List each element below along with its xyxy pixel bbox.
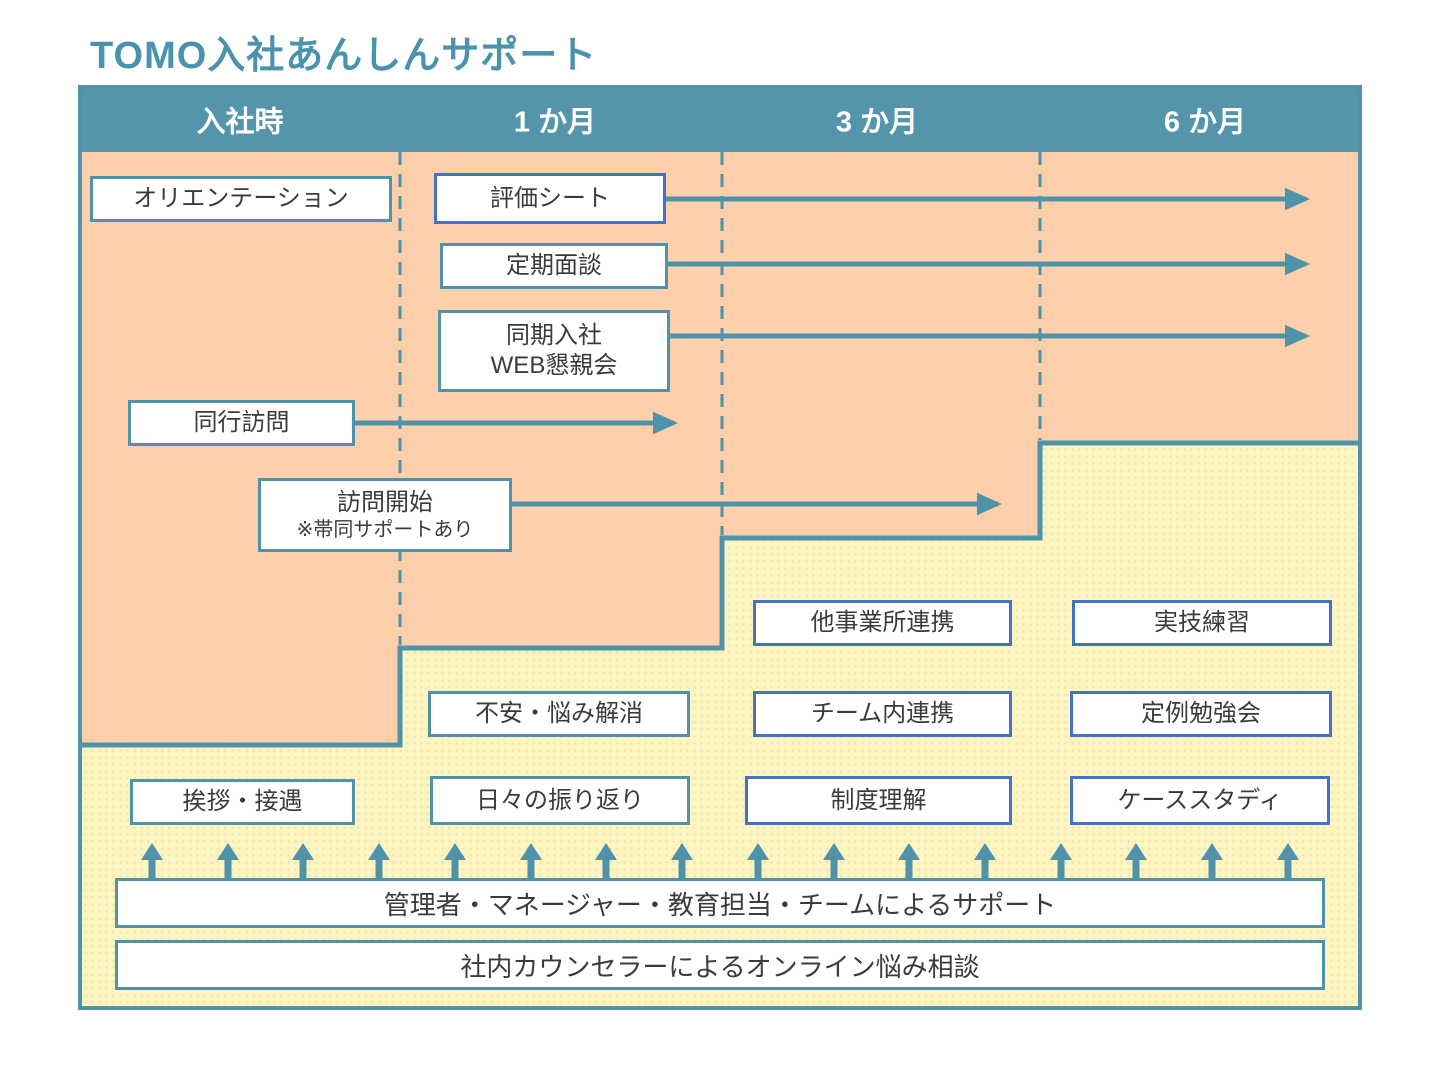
box-cohort-line2: WEB懇親会	[490, 352, 618, 379]
support-up-arrow	[444, 843, 466, 878]
support-up-arrow	[671, 843, 693, 878]
box-other-offices: 他事業所連携	[753, 600, 1012, 646]
page-title: TOMO入社あんしんサポート	[90, 35, 598, 77]
box-regular-interview: 定期面談	[440, 243, 668, 289]
header-label-6months: 6 か月	[1163, 105, 1247, 138]
support-up-arrow	[595, 843, 617, 878]
box-visit-start-note: ※帯同サポートあり	[296, 518, 474, 541]
support-up-arrow	[1277, 843, 1299, 878]
support-up-arrow	[368, 843, 390, 878]
support-up-arrow	[823, 843, 845, 878]
timeline-header: 入社時 1 か月 3 か月 6 か月	[82, 89, 1358, 152]
header-label-1month: 1 か月	[513, 105, 597, 138]
header-label-3months: 3 か月	[835, 105, 919, 138]
box-anxiety-relief: 不安・悩み解消	[428, 691, 690, 737]
box-team-collaboration: チーム内連携	[753, 691, 1012, 737]
support-up-arrow	[520, 843, 542, 878]
phase-region-entry	[82, 152, 400, 745]
box-accompanied-visit: 同行訪問	[128, 400, 355, 446]
box-visit-start: 訪問開始 ※帯同サポートあり	[258, 478, 512, 552]
box-evaluation-sheet: 評価シート	[434, 173, 666, 224]
phase-region-3months	[722, 152, 1040, 538]
box-orientation: オリエンテーション	[90, 176, 392, 222]
support-up-arrow	[898, 843, 920, 878]
support-bar-team: 管理者・マネージャー・教育担当・チームによるサポート	[115, 878, 1325, 928]
support-up-arrow	[1125, 843, 1147, 878]
support-up-arrow	[1201, 843, 1223, 878]
header-label-entry: 入社時	[196, 105, 284, 138]
box-visit-start-label: 訪問開始	[337, 488, 433, 516]
support-up-arrow	[974, 843, 996, 878]
box-cohort-web-social: 同期入社 WEB懇親会	[438, 310, 670, 392]
box-practical-training: 実技練習	[1072, 600, 1332, 646]
support-up-arrow	[217, 843, 239, 878]
support-up-arrow	[292, 843, 314, 878]
onboarding-timeline-diagram: 入社時 1 か月 3 か月 6 か月 オリエンテーション 評価シート 定期面談 …	[78, 85, 1362, 1010]
support-up-arrow	[1050, 843, 1072, 878]
support-bar-counselor: 社内カウンセラーによるオンライン悩み相談	[115, 940, 1325, 990]
phase-region-6months	[1040, 152, 1358, 443]
phase-region-1month	[400, 152, 722, 648]
box-regular-study: 定例勉強会	[1070, 691, 1332, 737]
box-system-understanding: 制度理解	[745, 776, 1012, 825]
box-case-study: ケーススタディ	[1070, 776, 1330, 825]
support-up-arrow	[747, 843, 769, 878]
support-up-arrow	[141, 843, 163, 878]
box-cohort-line1: 同期入社	[506, 322, 602, 349]
box-daily-reflection: 日々の振り返り	[430, 776, 690, 825]
box-greeting-reception: 挨拶・接遇	[130, 779, 355, 825]
